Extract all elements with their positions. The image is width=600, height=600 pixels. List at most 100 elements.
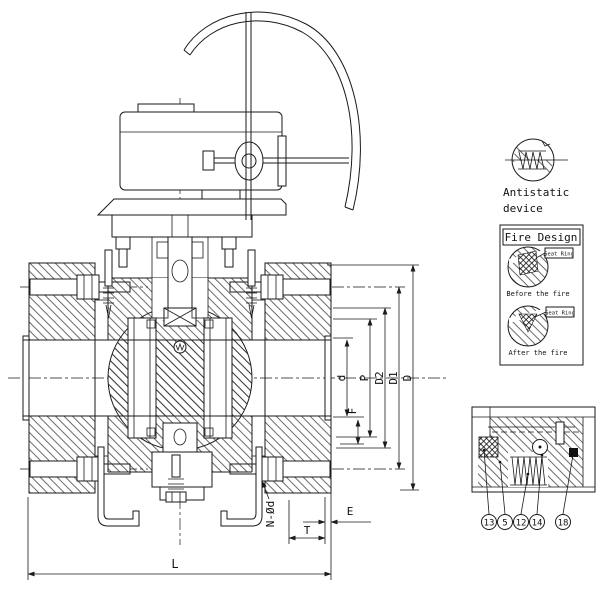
stem-pin — [171, 259, 189, 283]
bonnet-bolt-right-shank — [224, 248, 234, 268]
gear-support — [201, 189, 241, 200]
left-seat-seal-top — [146, 319, 156, 329]
dim-label-n-od: N-Ød — [264, 501, 277, 528]
drain-spring — [168, 478, 184, 490]
stem — [167, 236, 193, 309]
callout-balloons: 13 5 12 14 18 — [481, 514, 571, 530]
handwheel-hub-inner — [241, 153, 257, 169]
fire-design-panel: Fire Design Seat Ring Before the fire Se… — [499, 224, 584, 366]
callout-number-2: 5 — [502, 519, 507, 529]
left-upper-bolt-hole — [29, 278, 78, 296]
callout-number-4: 14 — [532, 519, 543, 529]
seat-pin — [555, 421, 565, 445]
fire-panel-title: Fire Design — [505, 231, 578, 244]
right-upper-bolt-head — [260, 274, 284, 300]
bore-lines — [23, 339, 331, 417]
right-hook-bracket — [220, 446, 263, 527]
dim-label-d: d — [335, 375, 348, 382]
leader-dot-5 — [571, 453, 575, 457]
gearbox-side-flange — [277, 135, 287, 187]
after-fire-caption: After the fire — [508, 349, 567, 357]
right-upper-bolt-hole — [282, 278, 331, 296]
antistatic-detail: Antistatic device — [503, 138, 569, 215]
left-upper-bolt-head — [76, 274, 100, 300]
before-seat-ring-label: Seat Ring — [544, 252, 574, 258]
dim-label-f: F — [346, 408, 359, 415]
before-fire-detail: Seat Ring Before the fire — [506, 246, 574, 298]
leader-lines — [483, 449, 574, 515]
antistatic-caption-line2: device — [503, 202, 543, 215]
packing-right — [191, 241, 204, 259]
right-seat-seal-top — [204, 319, 214, 329]
before-seat-ring-leader — [535, 252, 546, 259]
antistatic-spring-main — [173, 340, 187, 354]
side-stud-left-tip — [105, 304, 112, 319]
callout-balloon-1 — [481, 514, 497, 530]
drain-hex-facets — [171, 492, 181, 502]
packing-left — [156, 241, 169, 259]
side-stud-right-tip — [248, 304, 255, 319]
lower-trunnion — [162, 422, 198, 453]
leader-dot-1 — [482, 448, 486, 452]
left-raised-face — [22, 335, 30, 421]
left-hook-bracket — [97, 446, 140, 527]
upper-trunnion-x — [163, 307, 197, 327]
dim-label-d2: D2 — [373, 371, 386, 384]
dim-label-D: D — [401, 375, 414, 382]
right-lower-bolt-head — [260, 456, 284, 482]
left-lower-bolt-head — [76, 456, 100, 482]
dim-label-l: L — [171, 557, 178, 571]
before-seat-ring-shape — [517, 250, 539, 276]
right-lower-bolt-facets — [267, 457, 277, 481]
callout-balloon-4 — [529, 514, 545, 530]
side-stud-left — [104, 249, 113, 287]
callout-balloon-2 — [497, 514, 513, 530]
right-upper-bolt-facets — [267, 275, 277, 299]
bonnet-and-stem — [103, 214, 257, 319]
antistatic-notch — [541, 140, 551, 147]
bonnet-bolt-right-head — [221, 236, 237, 250]
callout-balloon-5 — [555, 514, 571, 530]
left-lower-bolt-facets — [83, 457, 93, 481]
after-seat-ring-label: Seat Ring — [545, 311, 575, 317]
leader-dot-3 — [526, 472, 530, 476]
gear-mounting-plate — [96, 198, 287, 216]
gear-operator — [96, 103, 349, 216]
after-fire-detail: Seat Ring After the fire — [507, 305, 575, 357]
seat-insert-seal — [478, 436, 499, 458]
antistatic-spring-icon — [518, 150, 546, 170]
right-flange — [229, 262, 332, 494]
dim-label-t: T — [304, 524, 311, 537]
handwheel-horizontal-spoke — [206, 157, 349, 164]
bonnet-plate — [111, 214, 253, 238]
handwheel-rim-inner — [189, 20, 353, 208]
leader-dot-2 — [498, 460, 502, 464]
callout-number-1: 13 — [484, 519, 495, 529]
antistatic-caption-line1: Antistatic — [503, 186, 569, 199]
o-ring-center — [538, 445, 542, 449]
fire-panel-title-box — [502, 228, 581, 246]
left-seat-ring — [127, 317, 157, 439]
before-fire-caption: Before the fire — [506, 290, 569, 298]
left-seat-lines — [133, 318, 151, 438]
handwheel-rim-outer — [183, 11, 361, 211]
right-lower-bolt-hole — [282, 460, 331, 478]
seal-block — [569, 448, 578, 457]
callout-number-5: 18 — [558, 519, 569, 529]
fire-panel-border — [499, 224, 584, 366]
bonnet-bolt-left-head — [115, 236, 131, 250]
right-seat-ring — [203, 317, 233, 439]
callout-number-3: 12 — [516, 519, 527, 529]
dim-label-e: E — [347, 505, 354, 518]
side-stud-left-spring — [103, 287, 114, 304]
seat-detail-border — [471, 406, 596, 493]
handwheel-rim-caps — [183, 49, 354, 211]
left-lower-bolt-hole — [29, 460, 78, 478]
side-stud-right — [247, 249, 256, 287]
antistatic-spring-zigzag — [175, 342, 185, 352]
lower-trunnion-bolt — [173, 428, 187, 446]
dimensions: d F P D2 D1 D N-Ød T E L — [27, 264, 419, 580]
bonnet-bolt-left-shank — [118, 248, 128, 268]
gearbox-cap — [137, 103, 195, 113]
